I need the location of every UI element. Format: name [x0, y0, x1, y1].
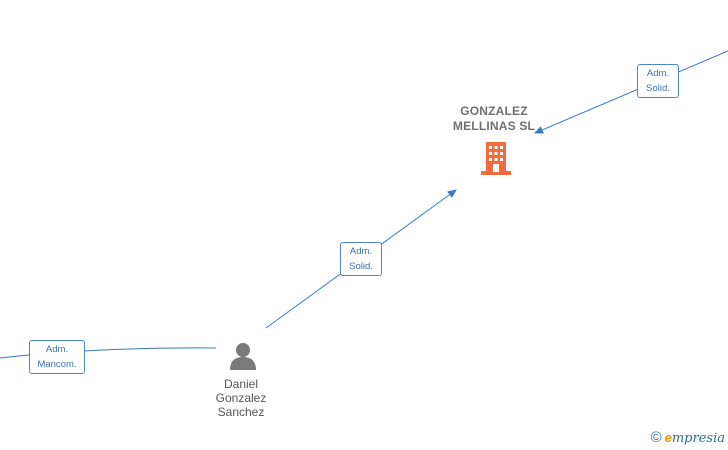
- edge-line-offscreen-company: [534, 50, 728, 134]
- brand-initial: e: [664, 430, 672, 445]
- copyright-symbol: ©: [650, 429, 662, 446]
- edge-line-offscreen-person: [0, 347, 217, 359]
- edge-label-line2: Solid.: [349, 261, 373, 272]
- empresia-watermark: ©empresia: [651, 429, 725, 446]
- person-name[interactable]: Daniel Gonzalez Sanchez: [193, 377, 289, 419]
- edge-label-line1: Adm.: [45, 344, 69, 355]
- person-icon[interactable]: [228, 340, 258, 370]
- company-name[interactable]: GONZALEZ MELLINAS SL: [434, 104, 554, 134]
- edge-label-offscreen-person[interactable]: Adm. Mancom.: [29, 340, 85, 374]
- person-name-line1: Daniel: [223, 377, 259, 391]
- edge-label-offscreen-company[interactable]: Adm. Solid.: [637, 64, 679, 98]
- edge-label-line2: Mancom.: [37, 359, 77, 370]
- person-name-line3: Sanchez: [217, 405, 265, 419]
- edge-label-line1: Adm.: [349, 246, 373, 257]
- company-name-line1: GONZALEZ: [460, 104, 528, 118]
- edge-label-line1: Adm.: [646, 68, 670, 79]
- company-name-line2: MELLINAS SL: [452, 119, 536, 133]
- brand-rest: mpresia: [671, 431, 725, 446]
- building-icon[interactable]: [479, 140, 513, 176]
- person-name-line2: Gonzalez: [215, 391, 267, 405]
- edge-label-person-company[interactable]: Adm. Solid.: [340, 242, 382, 276]
- edge-label-line2: Solid.: [646, 83, 670, 94]
